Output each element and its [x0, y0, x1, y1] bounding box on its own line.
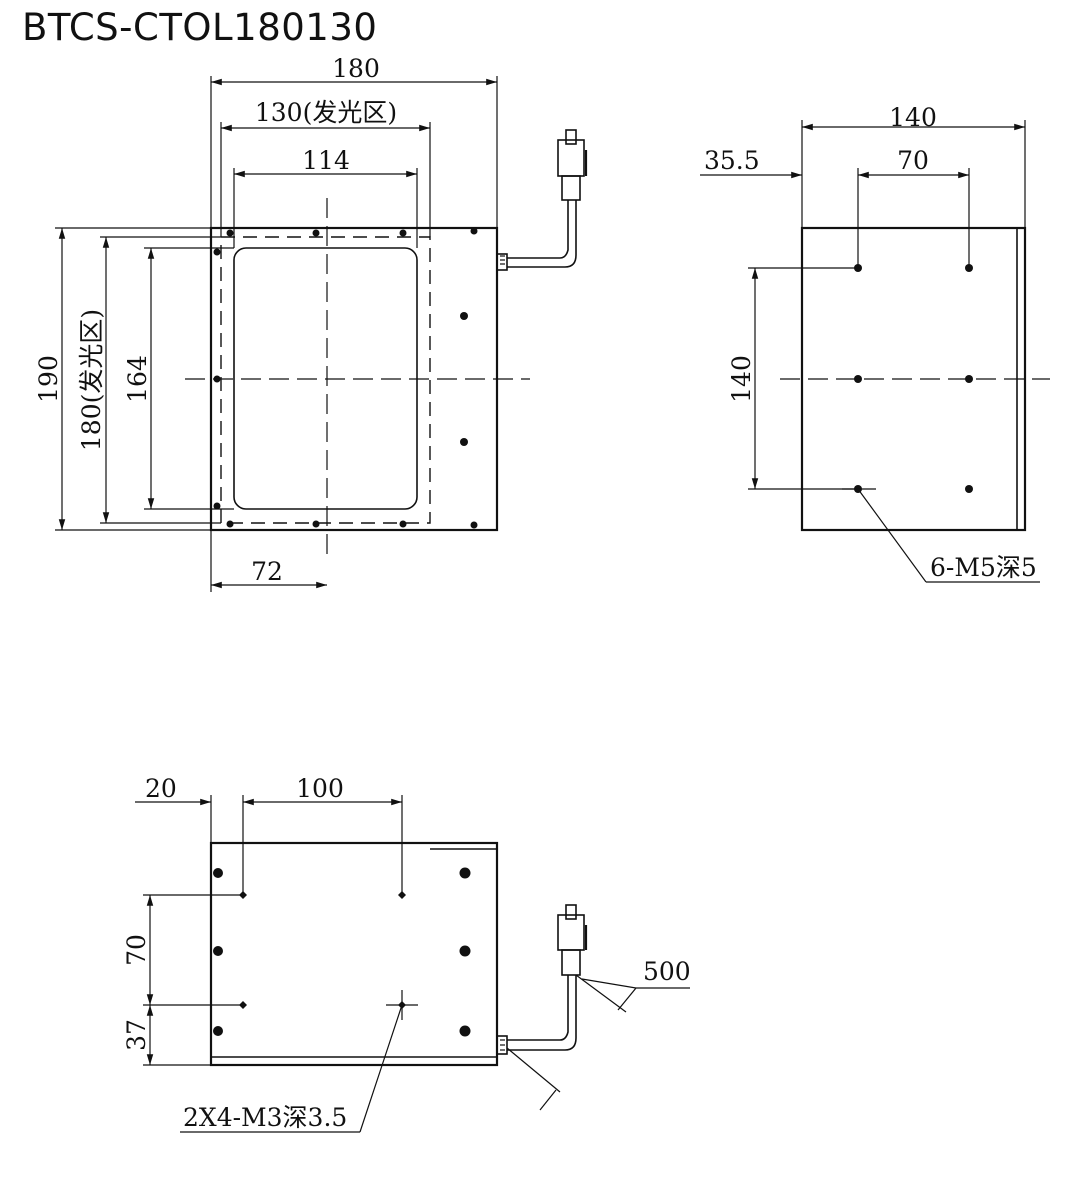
drawing-title: BTCS-CTOL180130	[22, 6, 378, 49]
bottom-view: 500 20 100 70 37 2X4-M3深3.5	[122, 774, 691, 1133]
dim-bottom-edge: 37	[122, 1019, 151, 1051]
dim-bottom-offset: 20	[145, 774, 177, 803]
dim-side-width: 140	[889, 103, 937, 132]
side-hole-note: 6-M5深5	[930, 553, 1037, 582]
side-body-outline	[800, 226, 1027, 532]
dim-front-emit-width: 130(发光区)	[255, 98, 397, 127]
bottom-hole-note: 2X4-M3深3.5	[183, 1103, 347, 1132]
dim-front-height: 190	[34, 355, 63, 403]
dim-bottom-hole-spacing-y: 70	[122, 934, 151, 966]
dim-side-hole-spacing-y: 140	[727, 355, 756, 403]
dim-front-window-height: 164	[123, 355, 152, 403]
front-cable	[496, 129, 588, 271]
bottom-body-outline	[209, 841, 499, 1067]
front-holes	[213, 227, 478, 529]
side-view: 140 35.5 70 140 6-M5深5	[700, 103, 1050, 583]
bottom-holes	[213, 867, 471, 1037]
dim-front-window-width: 114	[302, 146, 350, 175]
dim-front-emit-height: 180(发光区)	[77, 309, 106, 451]
bottom-cable	[496, 904, 588, 1055]
dim-side-hole-spacing-x: 70	[897, 146, 929, 175]
dim-front-offset: 72	[251, 557, 283, 586]
bottom-cable-length: 500	[643, 957, 691, 986]
front-view: 180 130(发光区) 114 190 180(发光区) 164 72	[34, 54, 588, 592]
dim-side-offset: 35.5	[704, 146, 760, 175]
front-emit-area	[220, 236, 431, 524]
dim-bottom-hole-spacing-x: 100	[296, 774, 344, 803]
dim-front-width: 180	[332, 54, 380, 83]
